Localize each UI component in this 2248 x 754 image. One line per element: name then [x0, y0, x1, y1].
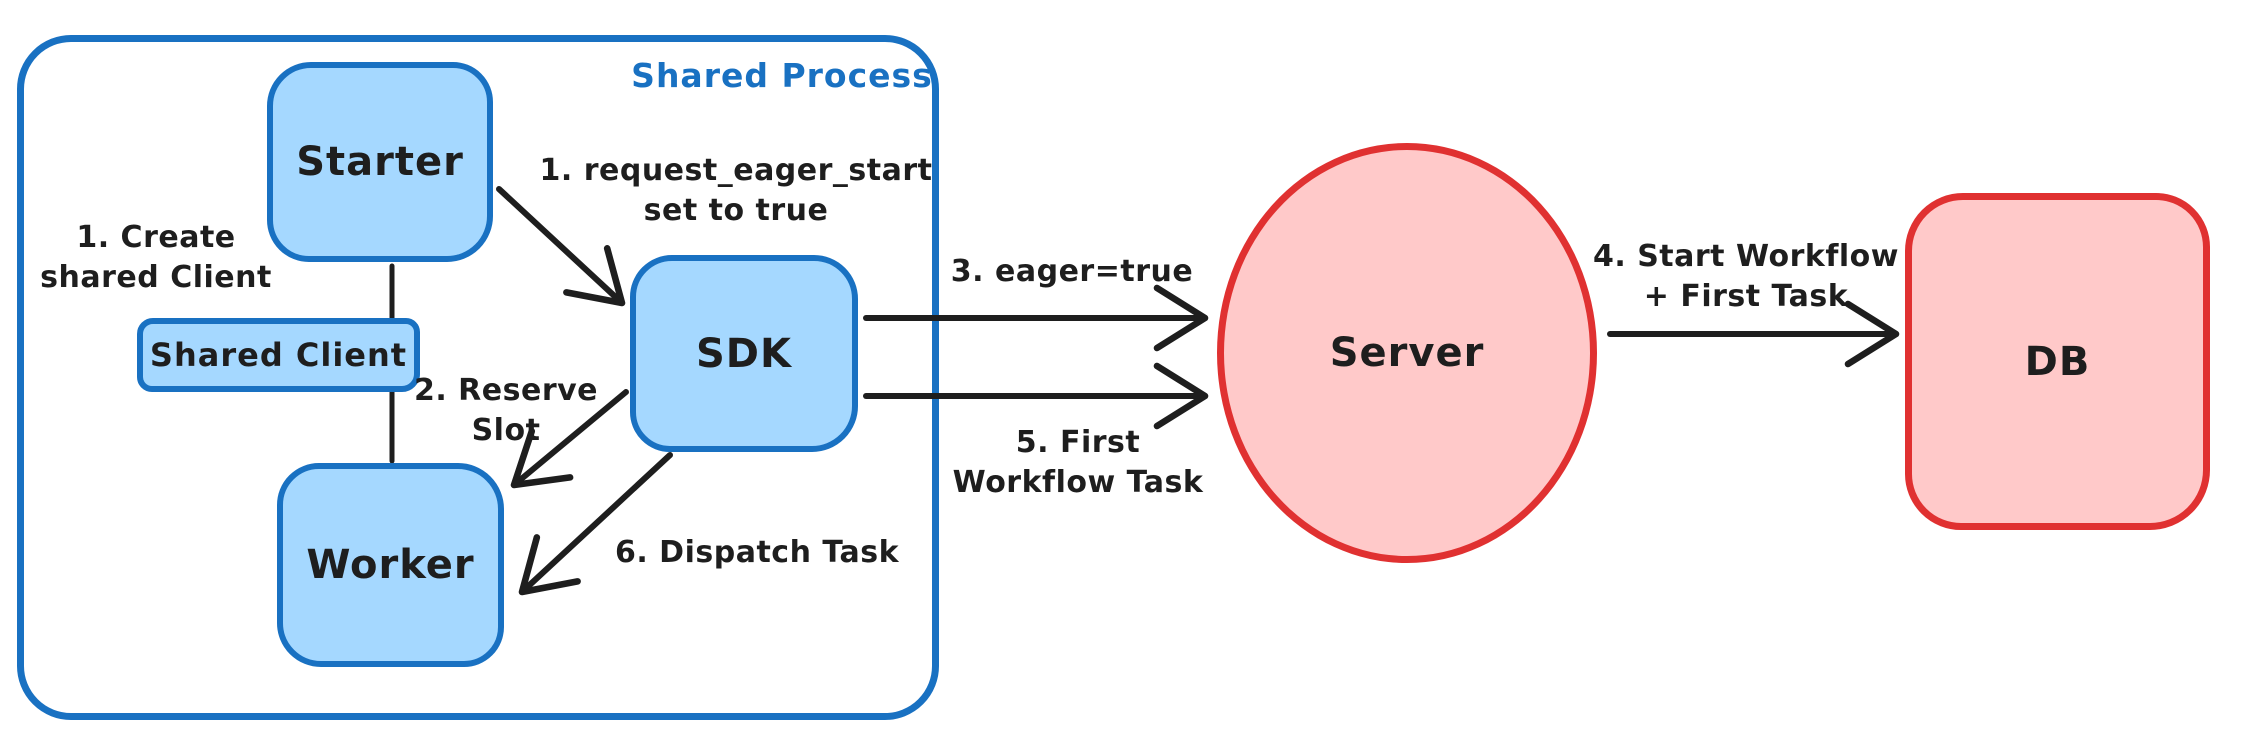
node-worker-label: Worker — [306, 542, 475, 588]
node-db-label: DB — [2024, 338, 2091, 385]
node-starter-label: Starter — [296, 139, 464, 185]
annotation-request-eager-start: 1. request_eager_start set to true — [539, 153, 933, 228]
annotation-first-workflow-task: 5. First Workflow Task — [952, 425, 1204, 500]
node-shared-client-label: Shared Client — [149, 336, 408, 374]
annotation-reserve-slot: 2. Reserve Slot — [413, 373, 599, 448]
annotation-eager-true: 3. eager=true — [950, 254, 1194, 289]
node-shared-client: Shared Client — [137, 318, 420, 392]
node-sdk: SDK — [630, 255, 858, 452]
node-starter: Starter — [267, 62, 493, 262]
shared-process-group-frame — [17, 35, 939, 720]
node-db: DB — [1905, 193, 2210, 530]
annotation-dispatch-task: 6. Dispatch Task — [614, 535, 900, 570]
annotation-start-workflow-first-task: 4. Start Workflow + First Task — [1592, 239, 1900, 314]
shared-process-label: Shared Process — [631, 56, 933, 95]
annotation-create-shared-client: 1. Create shared Client — [40, 220, 272, 295]
node-sdk-label: SDK — [695, 330, 792, 377]
node-worker: Worker — [277, 463, 504, 667]
node-server: Server — [1217, 143, 1597, 563]
node-server-label: Server — [1329, 330, 1485, 376]
